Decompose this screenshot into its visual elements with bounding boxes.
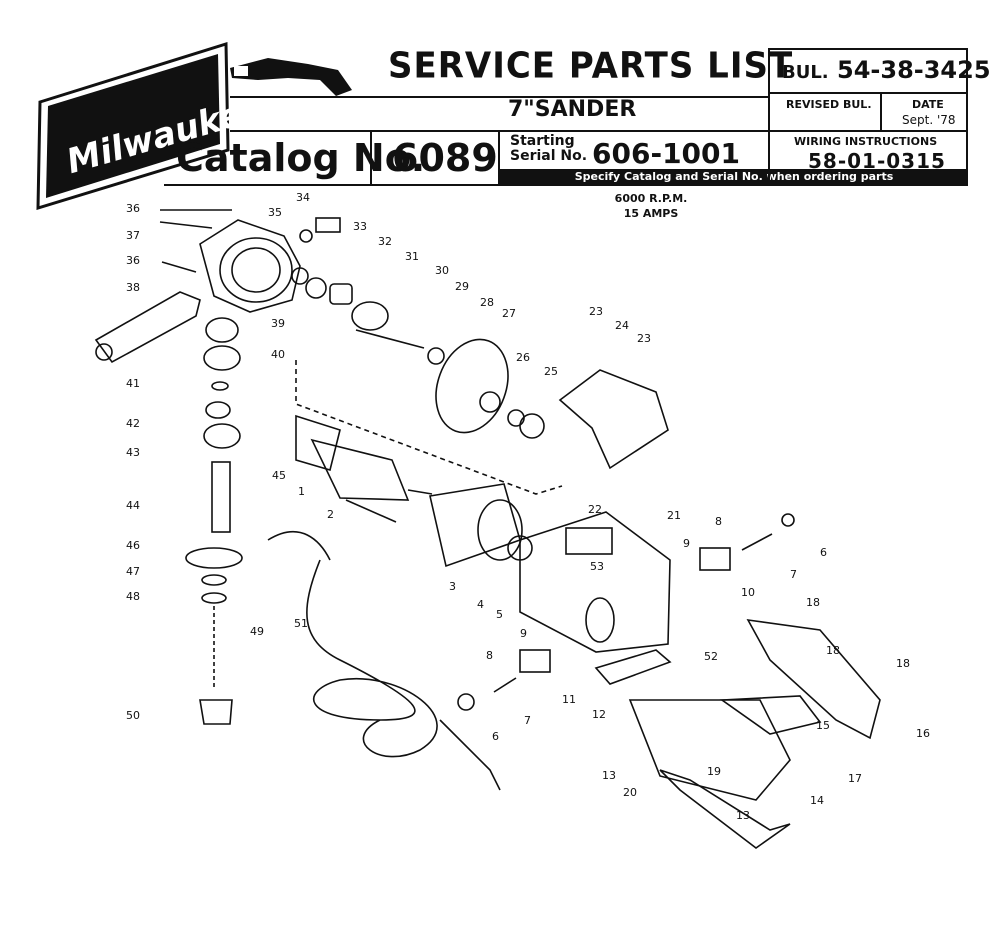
motor-housing <box>519 511 671 653</box>
milwaukee-logo: Milwaukee <box>36 42 232 210</box>
callout-11: 11 <box>562 693 576 706</box>
bulletin-value: 54-38-3425 <box>837 56 991 84</box>
handle <box>628 699 791 801</box>
callout-8: 8 <box>715 515 722 528</box>
wiring-number: 58-01-0315 <box>808 149 946 173</box>
callout-13: 13 <box>602 769 616 782</box>
callout-7: 7 <box>524 714 531 727</box>
callout-37: 37 <box>126 229 140 242</box>
header-rule <box>498 132 500 184</box>
callout-39: 39 <box>271 317 285 330</box>
callout-21: 21 <box>667 509 681 522</box>
serial-number: 606-1001 <box>592 137 740 170</box>
callout-44: 44 <box>126 499 140 512</box>
callout-49: 49 <box>250 625 264 638</box>
callout-7: 7 <box>790 568 797 581</box>
callout-15: 15 <box>816 719 830 732</box>
callout-18: 18 <box>826 644 840 657</box>
callout-13: 13 <box>736 809 750 822</box>
callout-9: 9 <box>520 627 527 640</box>
callout-33: 33 <box>353 220 367 233</box>
armature <box>310 438 410 501</box>
starting-label: Starting <box>510 133 575 149</box>
callout-10: 10 <box>741 586 755 599</box>
callout-16: 16 <box>916 727 930 740</box>
callout-28: 28 <box>480 296 494 309</box>
bulletin-number: BUL. 54-38-3425 <box>782 56 991 84</box>
callout-8: 8 <box>486 649 493 662</box>
callout-52: 52 <box>704 650 718 663</box>
callout-3: 3 <box>449 580 456 593</box>
callout-2: 2 <box>327 508 334 521</box>
serial-label: Serial No. <box>510 148 588 164</box>
callout-53: 53 <box>590 560 604 573</box>
catalog-number: 6089 <box>392 136 498 180</box>
callout-27: 27 <box>502 307 516 320</box>
date-value: Sept. '78 <box>902 113 956 127</box>
callout-19: 19 <box>707 765 721 778</box>
callout-42: 42 <box>126 417 140 430</box>
callout-36: 36 <box>126 254 140 267</box>
product-name: 7"SANDER <box>508 97 637 122</box>
callout-14: 14 <box>810 794 824 807</box>
callout-41: 41 <box>126 377 140 390</box>
field <box>429 483 521 568</box>
callout-5: 5 <box>496 608 503 621</box>
page-title: SERVICE PARTS LIST <box>388 45 794 87</box>
callout-34: 34 <box>296 191 310 204</box>
callout-30: 30 <box>435 264 449 277</box>
starting-serial-label: Starting Serial No. <box>510 134 587 164</box>
callout-18: 18 <box>806 596 820 609</box>
power-cord <box>306 559 501 791</box>
ordering-notice: Specify Catalog and Serial No. when orde… <box>500 169 968 184</box>
header-rule <box>164 184 968 186</box>
callout-32: 32 <box>378 235 392 248</box>
rpm-spec: 6000 R.P.M. <box>614 192 688 205</box>
callout-22: 22 <box>588 503 602 516</box>
callout-23: 23 <box>637 332 651 345</box>
callout-35: 35 <box>268 206 282 219</box>
callout-50: 50 <box>126 709 140 722</box>
cover <box>558 369 669 470</box>
callout-6: 6 <box>492 730 499 743</box>
callout-40: 40 <box>271 348 285 361</box>
callout-48: 48 <box>126 590 140 603</box>
spindle <box>211 461 231 533</box>
callout-17: 17 <box>848 772 862 785</box>
callout-29: 29 <box>455 280 469 293</box>
callout-25: 25 <box>544 365 558 378</box>
wiring-label: WIRING INSTRUCTIONS <box>794 135 938 148</box>
callout-9: 9 <box>683 537 690 550</box>
sander-header-icon <box>230 58 352 96</box>
revised-bulletin-label: REVISED BUL. <box>786 98 872 111</box>
end-plate <box>435 338 509 434</box>
callout-20: 20 <box>623 786 637 799</box>
gear-housing <box>199 219 301 313</box>
callout-4: 4 <box>477 598 484 611</box>
callout-26: 26 <box>516 351 530 364</box>
amps-spec: 15 AMPS <box>623 207 679 220</box>
callout-46: 46 <box>126 539 140 552</box>
callout-31: 31 <box>405 250 419 263</box>
callout-47: 47 <box>126 565 140 578</box>
bulletin-label: BUL. <box>782 62 829 83</box>
bulletin-box <box>768 48 968 184</box>
callout-18: 18 <box>896 657 910 670</box>
callout-36: 36 <box>126 202 140 215</box>
callout-1: 1 <box>298 485 305 498</box>
date-label: DATE <box>912 98 944 111</box>
callout-12: 12 <box>592 708 606 721</box>
callout-24: 24 <box>615 319 629 332</box>
callout-51: 51 <box>294 617 308 630</box>
catalog-label: Catalog No. <box>176 136 426 180</box>
header-rule <box>230 96 770 98</box>
header-rule <box>230 130 770 132</box>
header-rule <box>370 132 372 184</box>
callout-43: 43 <box>126 446 140 459</box>
callout-38: 38 <box>126 281 140 294</box>
callout-6: 6 <box>820 546 827 559</box>
callout-23: 23 <box>589 305 603 318</box>
callout-45: 45 <box>272 469 286 482</box>
